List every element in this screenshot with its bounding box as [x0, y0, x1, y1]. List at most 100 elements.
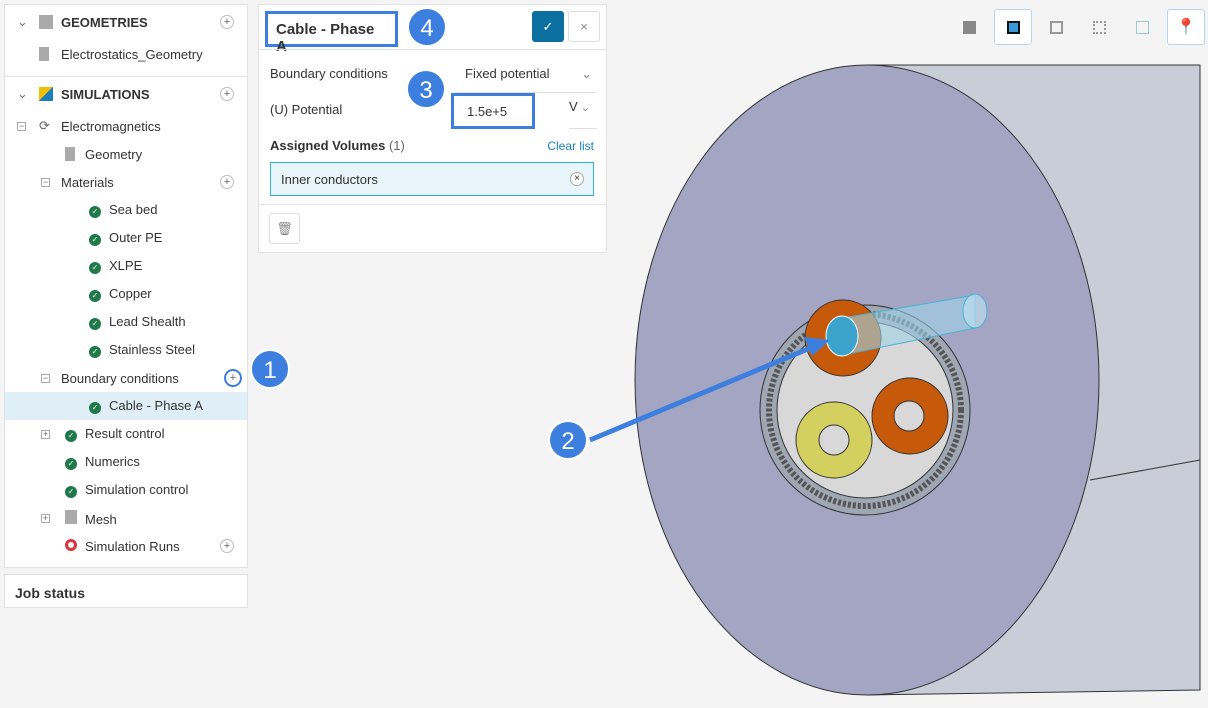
- assigned-volumes-label: Assigned Volumes: [270, 138, 386, 153]
- tree-item-boundary-conditions[interactable]: − Boundary conditions +: [5, 364, 247, 392]
- check-icon: ✓: [89, 234, 101, 246]
- tree-item-label: Geometry: [85, 146, 143, 162]
- material-item[interactable]: ✓ Sea bed: [5, 196, 247, 224]
- expand-icon[interactable]: +: [41, 428, 50, 439]
- point-probe-icon[interactable]: 📍: [1167, 9, 1205, 45]
- tree-item-label: Mesh: [85, 511, 117, 527]
- tree-item-label: Electromagnetics: [61, 118, 161, 134]
- tree-item-geometry-assigned[interactable]: Geometry: [5, 140, 247, 168]
- simulation-tree: ⌄ GEOMETRIES + Electrostatics_Geometry ⌄…: [4, 4, 248, 568]
- tree-item-geometry[interactable]: Electrostatics_Geometry: [5, 40, 247, 68]
- add-geometry-button[interactable]: +: [220, 15, 234, 29]
- material-item[interactable]: ✓ Lead Shealth: [5, 308, 247, 336]
- chevron-down-icon: ⌄: [577, 102, 590, 114]
- tree-item-label: Boundary conditions: [61, 370, 179, 386]
- confirm-button[interactable]: ✓: [532, 11, 564, 42]
- add-simulation-button[interactable]: +: [220, 87, 234, 101]
- check-icon: ✓: [89, 318, 101, 330]
- tree-item-simulation-control[interactable]: ✓ Simulation control: [5, 476, 247, 504]
- divider: [259, 49, 606, 50]
- assigned-volume-item[interactable]: Inner conductors ×: [270, 162, 594, 196]
- collapse-icon[interactable]: −: [41, 176, 50, 187]
- check-icon: ✓: [89, 402, 101, 414]
- wireframe-view-icon[interactable]: [1080, 9, 1118, 45]
- material-label: Stainless Steel: [109, 342, 195, 357]
- electromagnetics-icon: ⟳: [39, 118, 50, 133]
- annotation-4: 4: [407, 7, 447, 47]
- transparent-view-icon[interactable]: [1037, 9, 1075, 45]
- chevron-down-icon[interactable]: ⌄: [17, 14, 28, 29]
- material-item[interactable]: ✓ Outer PE: [5, 224, 247, 252]
- add-run-button[interactable]: +: [220, 539, 234, 553]
- check-icon: ✓: [89, 346, 101, 358]
- mesh-icon: [65, 509, 77, 524]
- tree-item-result-control[interactable]: + ✓ Result control: [5, 420, 247, 448]
- material-label: Sea bed: [109, 202, 158, 217]
- material-item[interactable]: ✓ Stainless Steel: [5, 336, 247, 364]
- check-icon: ✓: [89, 290, 101, 302]
- job-status-panel[interactable]: Job status: [4, 574, 248, 608]
- potential-input[interactable]: 1.5e+5: [451, 93, 535, 129]
- geometry-check-icon: [65, 147, 75, 161]
- assigned-count: (1): [388, 138, 405, 153]
- delete-button[interactable]: 🗑: [269, 213, 300, 244]
- tree-item-label: Numerics: [85, 454, 140, 469]
- check-icon: ✓: [65, 486, 77, 498]
- simulations-header[interactable]: ⌄ SIMULATIONS +: [5, 80, 247, 108]
- material-label: Copper: [109, 286, 152, 301]
- tree-item-materials[interactable]: − Materials +: [5, 168, 247, 196]
- annotation-1: 1: [250, 349, 290, 389]
- material-label: Outer PE: [109, 230, 163, 245]
- simulations-icon: [39, 87, 53, 101]
- boundary-condition-panel: Cable - Phase A 4 ✓ × Boundary condition…: [258, 4, 607, 253]
- tree-item-label: Result control: [85, 426, 165, 441]
- close-button[interactable]: ×: [568, 11, 600, 42]
- tree-item-label: Simulation control: [85, 482, 189, 497]
- chevron-down-icon: ⌄: [581, 66, 592, 81]
- material-label: Lead Shealth: [109, 314, 186, 329]
- assigned-volume-label: Inner conductors: [281, 172, 378, 187]
- geometries-label: GEOMETRIES: [61, 14, 148, 30]
- tree-item-label: Cable - Phase A: [109, 398, 203, 413]
- title-input[interactable]: Cable - Phase A: [265, 11, 398, 55]
- material-item[interactable]: ✓ XLPE: [5, 252, 247, 280]
- tree-item-label: Simulation Runs: [85, 538, 180, 554]
- tree-item-numerics[interactable]: ✓ Numerics: [5, 448, 247, 476]
- divider: [5, 76, 247, 77]
- add-boundary-condition-button[interactable]: +: [224, 369, 242, 387]
- unit-value: V: [569, 99, 578, 114]
- bc-type-value: Fixed potential: [465, 66, 550, 81]
- check-icon: ✓: [65, 430, 77, 442]
- tree-item-label: Materials: [61, 174, 114, 190]
- annotation-3: 3: [406, 69, 446, 109]
- solid-view-icon[interactable]: [950, 9, 988, 45]
- remove-icon[interactable]: ×: [570, 172, 584, 186]
- potential-label: (U) Potential: [270, 102, 343, 117]
- add-material-button[interactable]: +: [220, 175, 234, 189]
- tree-item-cable-phase-a[interactable]: ✓ Cable - Phase A: [5, 392, 247, 420]
- clear-list-link[interactable]: Clear list: [547, 139, 594, 153]
- chevron-down-icon[interactable]: ⌄: [17, 86, 28, 101]
- check-icon: ✓: [89, 206, 101, 218]
- solid-edges-view-icon[interactable]: [994, 9, 1032, 45]
- bc-type-label: Boundary conditions: [270, 66, 388, 81]
- annotation-arrow: [589, 343, 816, 443]
- tree-item-electromagnetics[interactable]: − ⟳ Electromagnetics: [5, 112, 247, 140]
- tree-item-mesh[interactable]: + Mesh: [5, 504, 247, 532]
- geometry-icon: [39, 47, 49, 61]
- tree-item-simulation-runs[interactable]: Simulation Runs +: [5, 532, 247, 560]
- geometries-header[interactable]: ⌄ GEOMETRIES +: [5, 8, 247, 36]
- annotation-2: 2: [548, 420, 588, 460]
- material-label: XLPE: [109, 258, 143, 273]
- bc-type-select[interactable]: Fixed potential ⌄: [455, 61, 596, 93]
- material-item[interactable]: ✓ Copper: [5, 280, 247, 308]
- check-icon: ✓: [65, 458, 77, 470]
- outline-view-icon[interactable]: [1123, 9, 1161, 45]
- unit-select[interactable]: V ⌄: [569, 99, 597, 129]
- collapse-icon[interactable]: −: [17, 120, 26, 131]
- collapse-icon[interactable]: −: [41, 372, 50, 383]
- check-icon: ✓: [89, 262, 101, 274]
- expand-icon[interactable]: +: [41, 512, 50, 523]
- tree-item-label: Electrostatics_Geometry: [61, 46, 203, 62]
